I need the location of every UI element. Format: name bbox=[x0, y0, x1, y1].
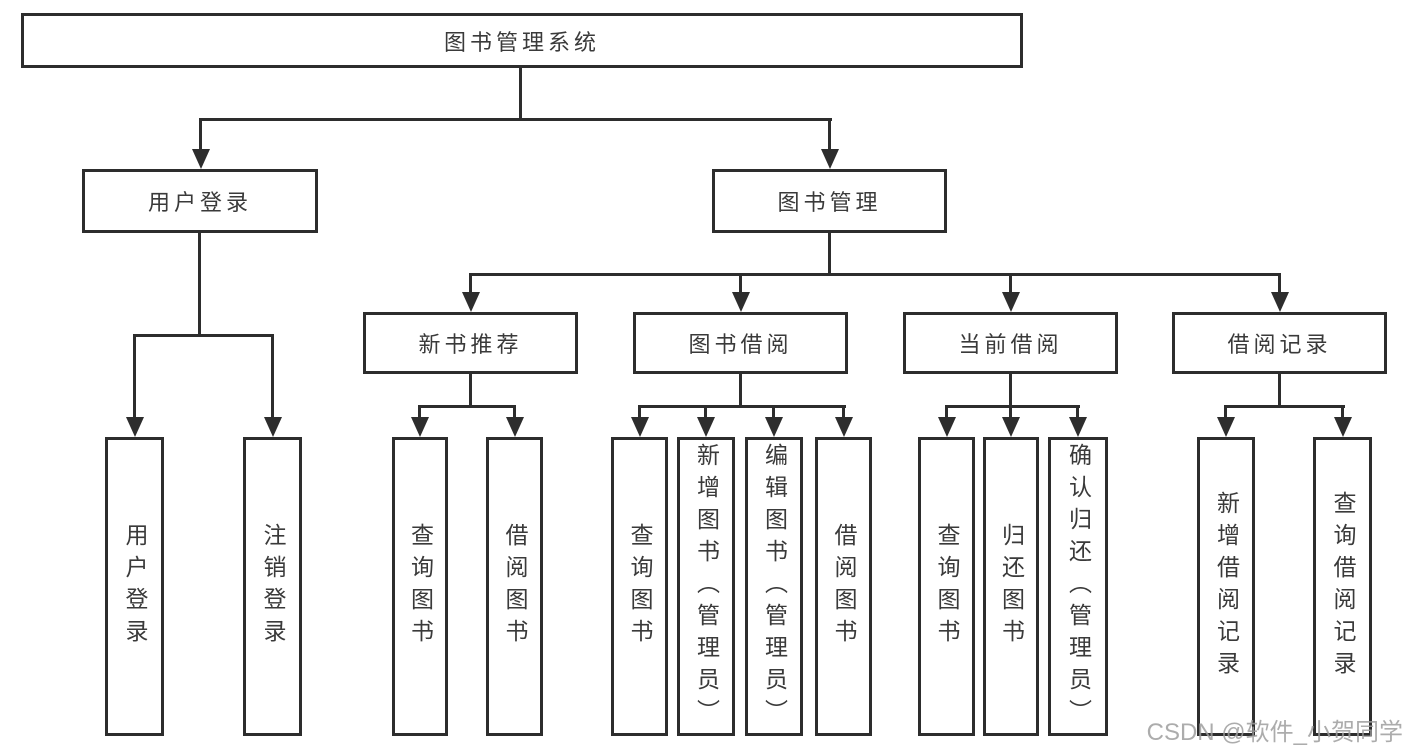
node-label: 图书管理 bbox=[777, 190, 882, 215]
connector-line bbox=[199, 118, 202, 149]
node-leaf-query-books-2: 查询图书 bbox=[611, 437, 668, 736]
connector-line bbox=[1224, 405, 1227, 417]
node-label: 注销登录 bbox=[260, 522, 286, 651]
arrowhead-down-icon bbox=[264, 417, 282, 437]
node-label: 借阅记录 bbox=[1227, 332, 1332, 357]
arrowhead-down-icon bbox=[506, 417, 524, 437]
node-leaf-query-borrow-record: 查询借阅记录 bbox=[1313, 437, 1372, 736]
node-leaf-query-books-1: 查询图书 bbox=[392, 437, 448, 736]
arrowhead-down-icon bbox=[1217, 417, 1235, 437]
connector-line bbox=[828, 233, 831, 275]
node-leaf-edit-books-admin: 编辑图书（管理员） bbox=[745, 437, 803, 736]
arrowhead-down-icon bbox=[631, 417, 649, 437]
connector-line bbox=[469, 273, 1281, 276]
arrowhead-down-icon bbox=[835, 417, 853, 437]
node-label: 新增图书（管理员） bbox=[693, 442, 720, 731]
arrowhead-down-icon bbox=[1002, 292, 1020, 312]
node-new-book-recommendation: 新书推荐 bbox=[363, 312, 578, 374]
connector-line bbox=[1009, 374, 1012, 407]
node-book-borrowing: 图书借阅 bbox=[633, 312, 848, 374]
node-label: 借阅图书 bbox=[831, 522, 857, 651]
connector-line bbox=[469, 273, 472, 292]
node-leaf-query-books-3: 查询图书 bbox=[918, 437, 975, 736]
node-label: 新书推荐 bbox=[418, 332, 523, 357]
arrowhead-down-icon bbox=[1069, 417, 1087, 437]
node-label: 查询图书 bbox=[627, 522, 653, 651]
arrowhead-down-icon bbox=[1002, 417, 1020, 437]
node-leaf-borrow-books-2: 借阅图书 bbox=[815, 437, 872, 736]
node-book-management: 图书管理 bbox=[712, 169, 947, 233]
node-leaf-logout: 注销登录 bbox=[243, 437, 302, 736]
connector-line bbox=[1341, 405, 1344, 417]
arrowhead-down-icon bbox=[411, 417, 429, 437]
connector-line bbox=[704, 405, 707, 417]
node-label: 用户登录 bbox=[147, 190, 252, 215]
connector-line bbox=[828, 118, 831, 149]
node-leaf-confirm-return-admin: 确认归还（管理员） bbox=[1048, 437, 1108, 736]
arrowhead-down-icon bbox=[697, 417, 715, 437]
connector-line bbox=[271, 334, 274, 417]
node-label: 查询图书 bbox=[934, 522, 960, 651]
connector-line bbox=[1225, 405, 1345, 408]
node-label: 归还图书 bbox=[998, 522, 1025, 651]
node-leaf-return-books: 归还图书 bbox=[983, 437, 1039, 736]
connector-line bbox=[519, 68, 522, 121]
arrowhead-down-icon bbox=[1271, 292, 1289, 312]
connector-line bbox=[133, 334, 274, 337]
node-label: 查询借阅记录 bbox=[1330, 490, 1356, 683]
connector-line bbox=[199, 118, 832, 121]
connector-line bbox=[1009, 273, 1012, 292]
connector-line bbox=[842, 405, 845, 417]
connector-line bbox=[1009, 405, 1012, 417]
connector-line bbox=[945, 405, 1080, 408]
node-label: 当前借阅 bbox=[958, 332, 1063, 357]
connector-line bbox=[638, 405, 641, 417]
arrowhead-down-icon bbox=[765, 417, 783, 437]
node-leaf-user-login: 用户登录 bbox=[105, 437, 164, 736]
node-label: 用户登录 bbox=[122, 522, 148, 651]
node-label: 图书管理系统 bbox=[443, 29, 600, 55]
connector-line bbox=[469, 374, 472, 407]
connector-line bbox=[133, 334, 136, 417]
node-leaf-borrow-books-1: 借阅图书 bbox=[486, 437, 543, 736]
arrowhead-down-icon bbox=[126, 417, 144, 437]
node-label: 确认归还（管理员） bbox=[1065, 442, 1092, 731]
csdn-watermark: CSDN @软件_小贺同学 bbox=[1146, 719, 1403, 746]
node-label: 编辑图书（管理员） bbox=[761, 442, 788, 731]
arrowhead-down-icon bbox=[462, 292, 480, 312]
node-borrowing-records: 借阅记录 bbox=[1172, 312, 1387, 374]
connector-line bbox=[739, 273, 742, 292]
arrowhead-down-icon bbox=[1334, 417, 1352, 437]
node-label: 图书借阅 bbox=[688, 332, 793, 357]
connector-line bbox=[419, 405, 516, 408]
node-label: 新增借阅记录 bbox=[1213, 490, 1240, 683]
node-leaf-add-borrow-record: 新增借阅记录 bbox=[1197, 437, 1255, 736]
connector-line bbox=[739, 374, 742, 407]
arrowhead-down-icon bbox=[821, 149, 839, 169]
node-label: 查询图书 bbox=[407, 522, 434, 651]
node-leaf-add-books-admin: 新增图书（管理员） bbox=[677, 437, 735, 736]
node-current-borrowing: 当前借阅 bbox=[903, 312, 1118, 374]
connector-line bbox=[198, 233, 201, 336]
arrowhead-down-icon bbox=[732, 292, 750, 312]
connector-line bbox=[418, 405, 421, 417]
node-user-login-branch: 用户登录 bbox=[82, 169, 318, 233]
connector-line bbox=[638, 405, 846, 408]
arrowhead-down-icon bbox=[192, 149, 210, 169]
node-library-management-system: 图书管理系统 bbox=[21, 13, 1023, 68]
connector-line bbox=[513, 405, 516, 417]
connector-line bbox=[772, 405, 775, 417]
node-label: 借阅图书 bbox=[502, 522, 528, 651]
connector-line bbox=[1278, 374, 1281, 407]
connector-line bbox=[945, 405, 948, 417]
arrowhead-down-icon bbox=[938, 417, 956, 437]
connector-line bbox=[1278, 273, 1281, 292]
connector-line bbox=[1076, 405, 1079, 417]
